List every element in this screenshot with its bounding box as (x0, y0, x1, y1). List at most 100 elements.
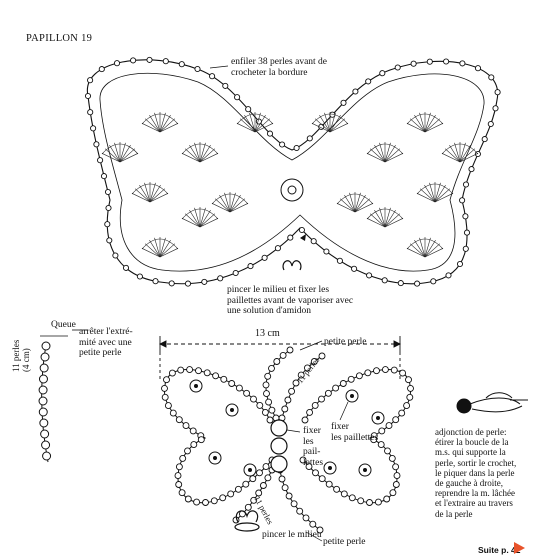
wire-bead (381, 366, 389, 374)
middle-note: pincer le milieu et fixer les paillettes… (227, 285, 354, 316)
wire-bead (388, 454, 396, 462)
queue-bead (39, 363, 49, 373)
wire-bead (195, 367, 202, 375)
stitch-line (159, 248, 179, 258)
stitch-line (444, 148, 461, 163)
wire-bead (268, 364, 275, 372)
wire-bead (384, 447, 391, 455)
lace-bead (381, 277, 388, 284)
wire-bead (163, 376, 170, 384)
wire-bead (312, 469, 319, 477)
stitch-line (384, 209, 396, 228)
lace-bead (217, 275, 224, 282)
wire-bead (228, 380, 236, 387)
wire-bead (406, 393, 414, 401)
wire-bead (184, 495, 192, 503)
wire-bead (357, 497, 365, 505)
stitch-line (369, 148, 386, 163)
stitch-line (149, 188, 166, 203)
stitch-line (434, 182, 441, 203)
lace-bead (98, 66, 105, 73)
lace-bead (430, 278, 437, 285)
next-page-arrow-icon[interactable] (514, 542, 525, 554)
lace-bead (122, 264, 130, 271)
stitch-arc (441, 143, 479, 155)
wire-bead (392, 463, 400, 471)
wire-bead (306, 408, 314, 416)
wire-bead (179, 454, 187, 462)
stitch-line (434, 184, 446, 203)
lace-bead (168, 280, 175, 287)
stitch-line (366, 218, 386, 228)
stitch-line (159, 114, 171, 133)
antenna-bottom-label: 11 perles (252, 494, 275, 526)
lace-bead (488, 74, 495, 81)
lace-bead (112, 252, 119, 259)
wire-bead (297, 371, 305, 379)
lace-bead (426, 58, 433, 65)
wire-bead (286, 346, 294, 354)
stitch-line (384, 213, 401, 228)
stitch-arc (141, 113, 179, 125)
bead-count-label: 11 perles (4 cm) (11, 339, 31, 372)
stitch-line (379, 207, 386, 228)
lace-bead (463, 229, 471, 236)
wire-bead (290, 500, 298, 508)
stitch-line (406, 248, 426, 258)
stitch-line (184, 213, 201, 228)
stitch-arc (311, 113, 349, 125)
stitch-line (159, 112, 166, 133)
stitch-line (409, 243, 426, 258)
stitch-line (199, 218, 219, 228)
wire-bead (318, 395, 325, 403)
wire-bead (182, 422, 190, 430)
antenna-top-label: 11 perles (295, 355, 322, 385)
wire-bead (403, 402, 411, 410)
stitch-line (149, 114, 161, 133)
lace-bead (323, 248, 330, 255)
queue-bead (38, 407, 48, 417)
lace-bead (414, 280, 421, 287)
wire-bead (407, 384, 414, 392)
lace-bead (487, 120, 494, 128)
lace-bead (113, 60, 121, 67)
queue-note: arrêter l'extré- mité avec une petite pe… (79, 327, 133, 358)
lace-bead (106, 237, 113, 244)
stitch-line (211, 203, 231, 213)
wire-bead (310, 358, 318, 365)
stitch-line (329, 112, 336, 133)
wire-bead (227, 490, 235, 498)
stitch-arc (101, 143, 139, 155)
stitch-line (199, 144, 211, 163)
stitch-line (449, 144, 461, 163)
stitch-line (329, 118, 346, 133)
lace-bead (456, 260, 464, 268)
stitch-line (384, 148, 401, 163)
lace-bead (306, 135, 313, 142)
wire-bead (161, 384, 168, 392)
wire-bead (168, 369, 176, 377)
stitch-line (229, 198, 246, 213)
lace-bead (136, 273, 143, 280)
stitch-line (254, 118, 271, 133)
stitch-line (144, 118, 161, 133)
stitch-line (419, 112, 426, 133)
stitch-line (354, 194, 366, 213)
stitch-line (249, 112, 256, 133)
stitch-line (149, 184, 161, 203)
adjonction-text: adjonction de perle: étirer la boucle de… (435, 427, 517, 519)
stitch-line (224, 192, 231, 213)
queue-bead (41, 341, 51, 351)
stitch-line (434, 193, 454, 203)
stitch-line (181, 153, 201, 163)
stitch-line (384, 218, 404, 228)
wire-bead (347, 375, 355, 383)
stitch-line (454, 142, 461, 163)
stitch-line (344, 194, 356, 213)
dimension-line (158, 336, 402, 380)
stitch-line (424, 184, 436, 203)
stitch-line (199, 142, 206, 163)
wire-bead (266, 416, 274, 424)
wire-bead (301, 416, 309, 424)
stitch-arc (416, 183, 454, 195)
